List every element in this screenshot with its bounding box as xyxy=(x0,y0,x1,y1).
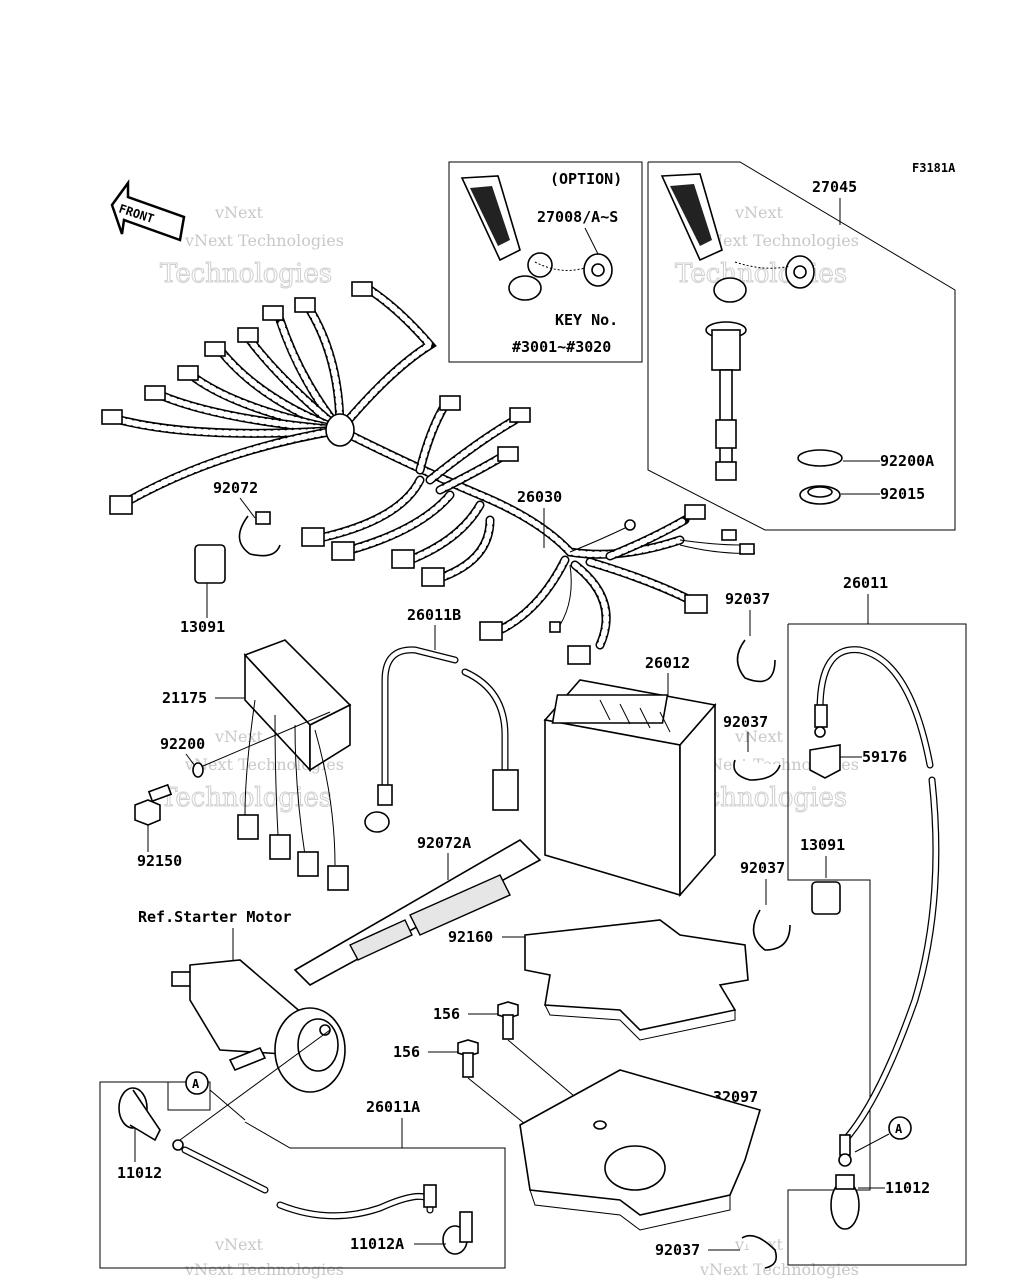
watermark-big: Technologies xyxy=(675,259,847,289)
callout-92200: 92200 xyxy=(160,735,205,753)
callout-92015: 92015 xyxy=(880,485,925,503)
watermark-brand: vNext xyxy=(214,203,264,222)
ref-a-marker xyxy=(185,1071,209,1095)
callout-26011: 26011 xyxy=(843,574,888,592)
watermark-line: vNext Technologies xyxy=(184,1260,344,1279)
option-title: (OPTION) xyxy=(550,170,622,188)
callout-27008: 27008/A~S xyxy=(537,208,618,226)
watermark-line: vNext Technologies xyxy=(184,231,344,250)
clamp-icon xyxy=(736,639,776,683)
front-arrow-icon: FRONT xyxy=(110,179,186,242)
clamp-icon xyxy=(733,759,781,781)
key-fob-icon xyxy=(660,173,815,303)
callout-21175: 21175 xyxy=(162,689,207,707)
cable-26011A-box xyxy=(99,1081,506,1269)
callout-92037-d: 92037 xyxy=(655,1241,700,1259)
watermark-brand: vNext xyxy=(214,1235,264,1254)
callout-26011B: 26011B xyxy=(407,606,461,624)
callout-13091-left: 13091 xyxy=(180,618,225,636)
callout-11012-left: 11012 xyxy=(117,1164,162,1182)
callout-27045: 27045 xyxy=(812,178,857,196)
battery-case-icon xyxy=(519,1069,761,1231)
option-key-box: (OPTION) 27008/A~S KEY No. #3001~#3020 xyxy=(448,161,643,363)
clamp-icon xyxy=(752,909,791,951)
callout-11012-right: 11012 xyxy=(885,1179,930,1197)
cushion-icon xyxy=(194,544,226,584)
bolt-icon xyxy=(134,783,173,826)
diagram-code: F3181A xyxy=(912,161,956,175)
starter-cable-26011A xyxy=(172,1029,437,1220)
callout-26030: 26030 xyxy=(517,488,562,506)
battery-pad-icon xyxy=(524,919,749,1041)
washer-icon xyxy=(797,449,843,467)
ref-starter-label: Ref.Starter Motor xyxy=(138,908,292,926)
callout-59176: 59176 xyxy=(862,748,907,766)
battery-icon xyxy=(543,679,717,898)
clamp-icon xyxy=(741,1234,778,1269)
bolt-icon xyxy=(497,1001,519,1040)
callout-26011A: 26011A xyxy=(366,1098,420,1116)
cushion-icon xyxy=(811,881,841,915)
watermark-big: Technologies xyxy=(160,259,332,289)
battery-cable-26011 xyxy=(814,646,940,1167)
key-range: #3001~#3020 xyxy=(512,338,611,356)
callout-92150: 92150 xyxy=(137,852,182,870)
watermark-line: vNext Technologies xyxy=(699,231,859,250)
watermark-brand: vNext xyxy=(734,203,784,222)
battery-strap-icon xyxy=(293,839,542,986)
callout-156-a: 156 xyxy=(433,1005,460,1023)
cable-26011-box xyxy=(787,623,967,1266)
ignition-switch-box: 27045 92200A 92015 xyxy=(647,161,956,531)
callout-92037-a: 92037 xyxy=(725,590,770,608)
callout-156-b: 156 xyxy=(393,1043,420,1061)
ref-a-marker xyxy=(888,1116,912,1140)
bolt-icon xyxy=(457,1039,479,1078)
key-label: KEY No. xyxy=(555,311,618,329)
watermark-line: vNext Technologies xyxy=(699,1260,859,1279)
main-wiring-harness xyxy=(101,281,756,665)
terminal-boot-icon xyxy=(118,1087,161,1142)
callout-92072A: 92072A xyxy=(417,834,471,852)
callout-92160: 92160 xyxy=(448,928,493,946)
terminal-cover-icon xyxy=(809,744,841,779)
control-unit-icon xyxy=(237,639,352,891)
clamp-icon xyxy=(238,515,281,557)
battery-cable-26011B xyxy=(364,646,519,833)
watermark-brand: vNext xyxy=(734,727,784,746)
callout-11012A: 11012A xyxy=(350,1235,404,1253)
ref-a-right: A xyxy=(895,1122,903,1136)
callout-92200A: 92200A xyxy=(880,452,934,470)
key-fob-icon xyxy=(460,175,613,301)
ignition-switch-icon xyxy=(705,321,747,481)
callout-92072: 92072 xyxy=(213,479,258,497)
washer-icon xyxy=(192,762,204,778)
callout-13091-right: 13091 xyxy=(800,836,845,854)
terminal-boot-icon xyxy=(830,1174,860,1230)
ref-a-left: A xyxy=(192,1077,200,1091)
callout-92037-b: 92037 xyxy=(723,713,768,731)
terminal-boot-icon xyxy=(442,1211,473,1255)
callout-92037-c: 92037 xyxy=(740,859,785,877)
callout-26012: 26012 xyxy=(645,654,690,672)
